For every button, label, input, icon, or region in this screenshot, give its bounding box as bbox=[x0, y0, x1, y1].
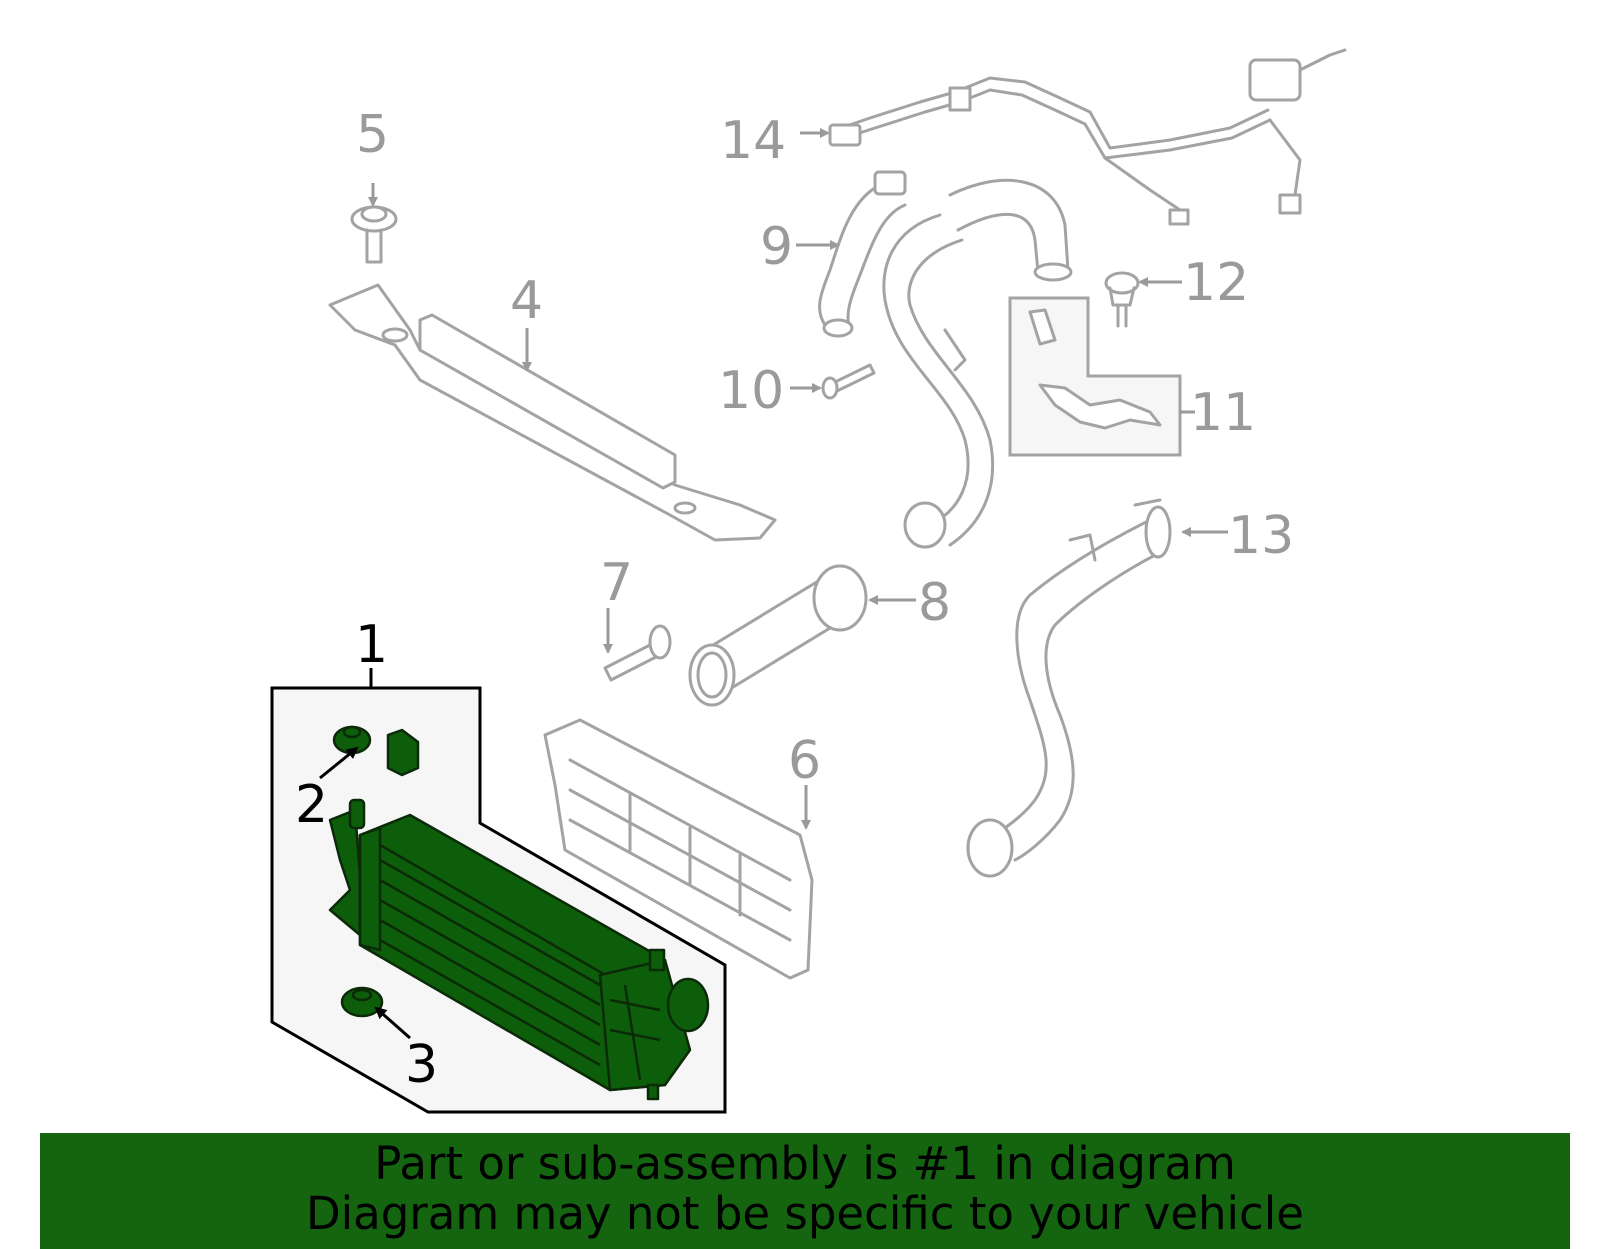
isolator-part-3 bbox=[340, 986, 384, 1018]
shutter-part-6 bbox=[543, 718, 814, 980]
intercooler-part-1 bbox=[328, 798, 710, 1101]
callout-6: 6 bbox=[788, 731, 821, 791]
hose-part-8 bbox=[688, 564, 868, 707]
banner-line-2: Diagram may not be specific to your vehi… bbox=[306, 1187, 1304, 1240]
callout-4: 4 bbox=[510, 271, 543, 331]
leader-lines bbox=[319, 128, 1228, 1040]
callout-10: 10 bbox=[718, 361, 784, 421]
hose-part-9 bbox=[818, 170, 907, 338]
banner-line-1: Part or sub-assembly is #1 in diagram bbox=[374, 1137, 1236, 1190]
bracket-part-11 bbox=[1008, 296, 1182, 457]
callout-14: 14 bbox=[720, 111, 786, 171]
callout-12: 12 bbox=[1183, 253, 1249, 313]
callout-5: 5 bbox=[356, 105, 389, 165]
info-banner: Part or sub-assembly is #1 in diagram Di… bbox=[40, 1133, 1570, 1249]
callout-1: 1 bbox=[355, 615, 388, 675]
bolt-part-5 bbox=[350, 205, 398, 264]
charge-air-hose-upper bbox=[882, 178, 1073, 549]
hose-part-13 bbox=[966, 498, 1172, 878]
bolt-part-7 bbox=[603, 624, 672, 682]
callout-3: 3 bbox=[405, 1035, 438, 1095]
clip-part-12 bbox=[1104, 271, 1140, 328]
callout-9: 9 bbox=[760, 217, 793, 277]
callout-8: 8 bbox=[918, 573, 951, 633]
bolt-part-10 bbox=[821, 363, 876, 400]
callout-2: 2 bbox=[295, 775, 328, 835]
wiring-harness-part-14 bbox=[828, 48, 1347, 226]
isolator-part-2 bbox=[332, 725, 420, 777]
callout-7: 7 bbox=[600, 553, 633, 613]
support-bar-part-4 bbox=[328, 283, 777, 542]
callout-11: 11 bbox=[1190, 383, 1256, 443]
callout-13: 13 bbox=[1228, 506, 1294, 566]
